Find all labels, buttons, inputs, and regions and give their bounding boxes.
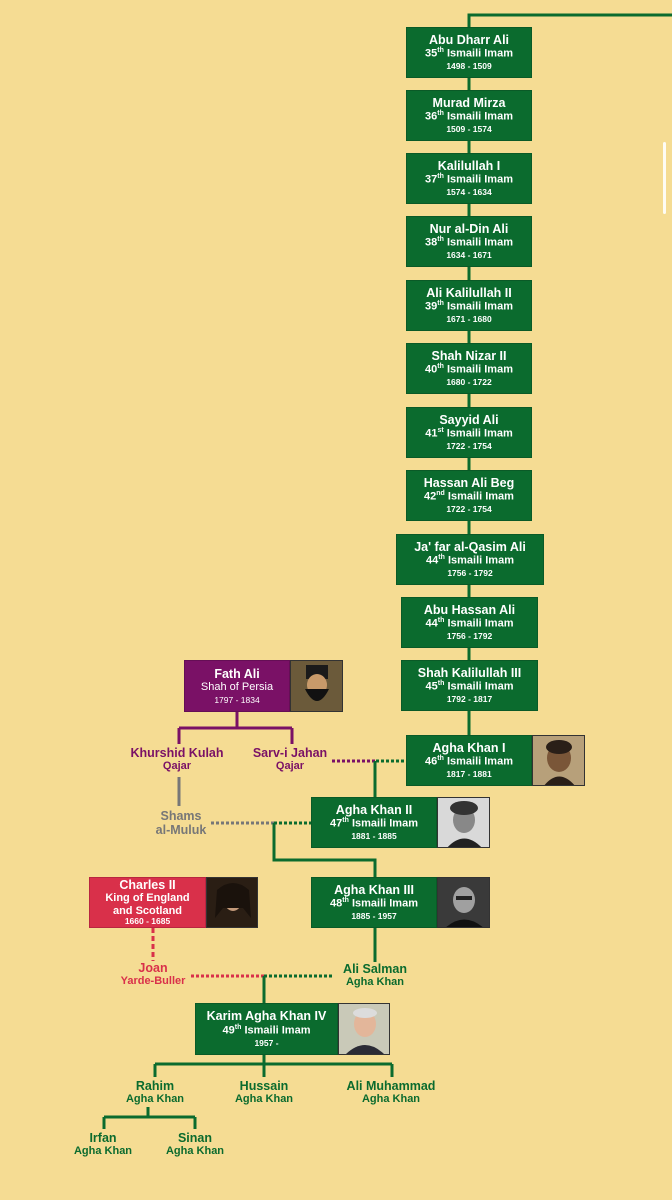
karim-agha-khan-4-box[interactable]: Karim Agha Khan IV 49th Ismaili Imam 195… <box>195 1003 338 1055</box>
sarv-i-jahan-label[interactable]: Sarv-i Jahan Qajar <box>252 746 328 773</box>
khurshid-kulah-label[interactable]: Khurshid Kulah Qajar <box>130 746 224 773</box>
imam-years: 1722 - 1754 <box>446 504 492 515</box>
imam-box[interactable]: Murad Mirza 36th Ismaili Imam 1509 - 157… <box>406 90 532 141</box>
imam-box[interactable]: Kalilullah I 37th Ismaili Imam 1574 - 16… <box>406 153 532 204</box>
imam-years: 1817 - 1881 <box>446 769 492 780</box>
ali-salman-label[interactable]: Ali Salman Agha Khan <box>343 962 407 989</box>
imam-title: 49th Ismaili Imam <box>222 1023 311 1037</box>
imam-box[interactable]: Nur al-Din Ali 38th Ismaili Imam 1634 - … <box>406 216 532 267</box>
imam-years: 1957 - <box>254 1037 279 1048</box>
charles-ii-portrait <box>206 877 258 928</box>
imam-name: Hassan Ali Beg <box>423 475 515 490</box>
imam-name: Shah Kalilullah III <box>417 665 522 680</box>
agha-khan-3-box[interactable]: Agha Khan III 48th Ismaili Imam 1885 - 1… <box>311 877 437 928</box>
charles-ii-box[interactable]: Charles II King of England and Scotland … <box>89 877 206 928</box>
imam-name: Nur al-Din Ali <box>429 221 509 236</box>
fath-ali-years: 1797 - 1834 <box>214 694 260 705</box>
imam-name: Shah Nizar II <box>431 348 507 363</box>
imam-title: 47th Ismaili Imam <box>330 817 418 830</box>
imam-title: 36th Ismaili Imam <box>425 110 513 123</box>
imam-title: 42nd Ismaili Imam <box>424 490 514 503</box>
imam-title: 38th Ismaili Imam <box>425 236 513 249</box>
shams-al-muluk-label[interactable]: Shams al-Muluk <box>155 809 207 838</box>
imam-box[interactable]: Ali Kalilullah II 39th Ismaili Imam 1671… <box>406 280 532 331</box>
imam-years: 1574 - 1634 <box>446 187 492 198</box>
imam-title: 39th Ismaili Imam <box>425 300 513 313</box>
charles-ii-title-2: and Scotland <box>112 904 183 917</box>
charles-ii-title-1: King of England <box>105 892 190 905</box>
fath-ali-title: Shah of Persia <box>200 680 274 693</box>
imam-name: Agha Khan III <box>334 882 414 897</box>
imam-box[interactable]: Shah Nizar II 40th Ismaili Imam 1680 - 1… <box>406 343 532 394</box>
imam-years: 1680 - 1722 <box>446 377 492 388</box>
imam-years: 1509 - 1574 <box>446 124 492 135</box>
imam-name: Murad Mirza <box>432 95 506 110</box>
scrollbar-thumb[interactable] <box>663 142 666 214</box>
imam-title: 44th Ismaili Imam <box>425 617 514 630</box>
imam-name: Agha Khan II <box>335 802 413 817</box>
imam-box[interactable]: Hassan Ali Beg 42nd Ismaili Imam 1722 - … <box>406 470 532 521</box>
imam-name: Agha Khan I <box>432 740 506 755</box>
rahim-label[interactable]: Rahim Agha Khan <box>125 1079 185 1106</box>
imam-title: 45th Ismaili Imam <box>425 680 514 693</box>
imam-title: 48th Ismaili Imam <box>330 897 418 910</box>
imam-years: 1634 - 1671 <box>446 250 492 261</box>
imam-title: 46th Ismaili Imam <box>425 755 513 768</box>
imam-years: 1722 - 1754 <box>446 441 492 452</box>
fath-ali-box[interactable]: Fath Ali Shah of Persia 1797 - 1834 <box>184 660 290 712</box>
imam-box[interactable]: Shah Kalilullah III 45th Ismaili Imam 17… <box>401 660 538 711</box>
imam-years: 1756 - 1792 <box>447 568 493 579</box>
charles-ii-name: Charles II <box>119 877 176 892</box>
imam-years: 1885 - 1957 <box>351 911 397 922</box>
agha-khan-1-box[interactable]: Agha Khan I 46th Ismaili Imam 1817 - 188… <box>406 735 532 786</box>
imam-years: 1756 - 1792 <box>446 631 493 642</box>
agha-khan-1-portrait <box>532 735 585 786</box>
imam-title: 41st Ismaili Imam <box>425 427 513 440</box>
imam-name: Kalilullah I <box>437 158 501 173</box>
imam-name: Karim Agha Khan IV <box>206 1009 327 1024</box>
charles-ii-years: 1660 - 1685 <box>124 916 171 927</box>
imam-box[interactable]: Sayyid Ali 41st Ismaili Imam 1722 - 1754 <box>406 407 532 458</box>
imam-years: 1792 - 1817 <box>446 694 493 705</box>
imam-years: 1671 - 1680 <box>446 314 492 325</box>
imam-name: Sayyid Ali <box>439 412 499 427</box>
imam-years: 1498 - 1509 <box>446 61 492 72</box>
imam-name: Abu Dharr Ali <box>428 32 510 47</box>
hussain-label[interactable]: Hussain Agha Khan <box>234 1079 294 1106</box>
imam-name: Ja' far al-Qasim Ali <box>414 539 526 554</box>
agha-khan-3-portrait <box>437 877 490 928</box>
imam-title: 44th Ismaili Imam <box>426 554 514 567</box>
irfan-label[interactable]: Irfan Agha Khan <box>73 1131 133 1158</box>
imam-box[interactable]: Abu Hassan Ali 44th Ismaili Imam 1756 - … <box>401 597 538 648</box>
imam-name: Ali Kalilullah II <box>426 285 512 300</box>
fath-ali-name: Fath Ali <box>214 666 260 681</box>
imam-title: 40th Ismaili Imam <box>425 363 513 376</box>
agha-khan-2-portrait <box>437 797 490 848</box>
karim-agha-khan-4-portrait <box>338 1003 390 1055</box>
ali-muhammad-label[interactable]: Ali Muhammad Agha Khan <box>346 1079 436 1106</box>
imam-years: 1881 - 1885 <box>351 831 397 842</box>
joan-yarde-buller-label[interactable]: Joan Yarde-Buller <box>120 961 186 988</box>
imam-name: Abu Hassan Ali <box>423 602 516 617</box>
imam-title: 37th Ismaili Imam <box>425 173 513 186</box>
imam-box[interactable]: Ja' far al-Qasim Ali 44th Ismaili Imam 1… <box>396 534 544 585</box>
agha-khan-2-box[interactable]: Agha Khan II 47th Ismaili Imam 1881 - 18… <box>311 797 437 848</box>
fath-ali-portrait <box>290 660 343 712</box>
sinan-label[interactable]: Sinan Agha Khan <box>165 1131 225 1158</box>
imam-box[interactable]: Abu Dharr Ali 35th Ismaili Imam 1498 - 1… <box>406 27 532 78</box>
imam-title: 35th Ismaili Imam <box>425 47 513 60</box>
